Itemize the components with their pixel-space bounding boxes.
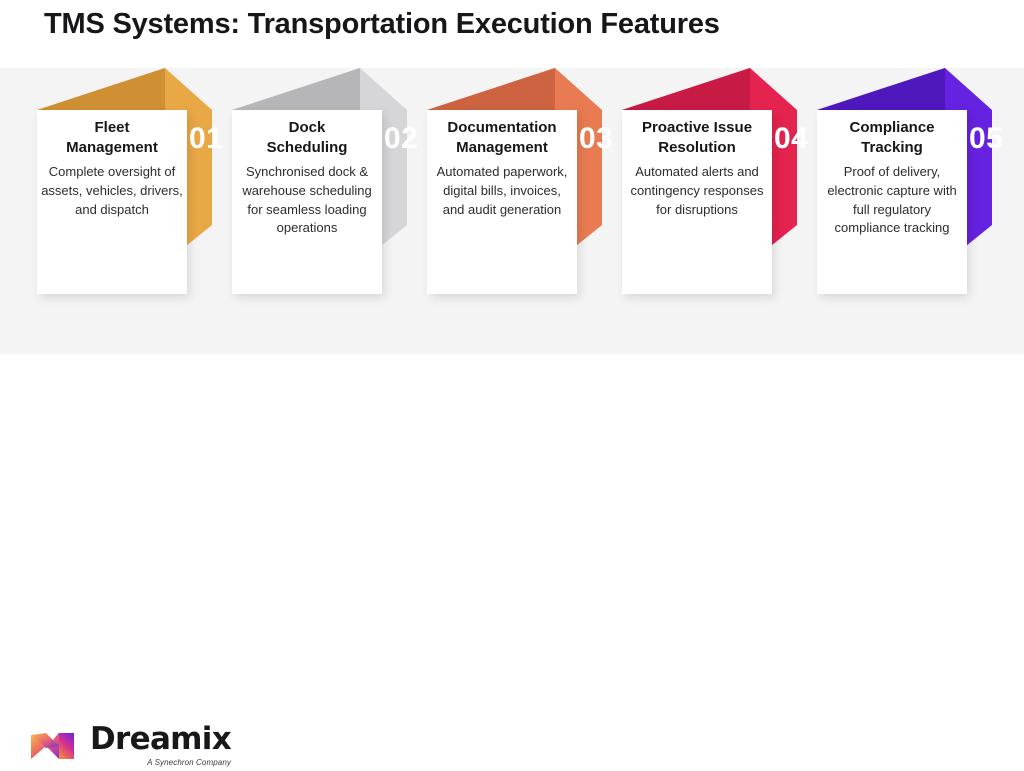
card-description: Proof of delivery, electronic capture wi… xyxy=(827,163,957,236)
card-number-badge: 01 xyxy=(189,122,224,155)
card-title: Documentation Management xyxy=(447,119,557,156)
feature-card[interactable]: Proactive Issue Resolution Automated ale… xyxy=(622,68,809,294)
ribbon-fold xyxy=(622,68,750,110)
ribbon-fold xyxy=(427,68,555,110)
card-title: Fleet Management xyxy=(66,119,158,156)
logo-tagline: A Synechron Company xyxy=(147,758,231,767)
card-number-badge: 05 xyxy=(969,122,1004,155)
card-title: Compliance Tracking xyxy=(849,119,935,156)
dreamix-logo[interactable]: Dreamix A Synechron Company xyxy=(29,721,232,768)
feature-card[interactable]: Documentation Management Automated paper… xyxy=(427,68,614,294)
card-title: Proactive Issue Resolution xyxy=(641,119,753,156)
page-title: TMS Systems: Transportation Execution Fe… xyxy=(44,8,720,40)
card-panel: Documentation Management Automated paper… xyxy=(427,110,577,294)
card-number-badge: 04 xyxy=(774,122,809,155)
card-title: Dock Scheduling xyxy=(266,119,348,156)
card-panel: Compliance Tracking Proof of delivery, e… xyxy=(817,110,967,294)
card-description: Automated paperwork, digital bills, invo… xyxy=(436,163,568,217)
feature-card[interactable]: Dock Scheduling Synchronised dock & ware… xyxy=(232,68,419,294)
card-number-badge: 02 xyxy=(384,122,419,155)
footer-band: Dreamix A Synechron Company xyxy=(0,354,1024,767)
ribbon-fold xyxy=(37,68,165,110)
dreamix-ribbon-mark-icon xyxy=(29,726,81,766)
ribbon-fold xyxy=(232,68,360,110)
card-panel: Dock Scheduling Synchronised dock & ware… xyxy=(232,110,382,294)
logo-wordmark: Dreamix xyxy=(90,721,232,757)
card-number-badge: 03 xyxy=(579,122,614,155)
feature-card[interactable]: Fleet Management Complete oversight of a… xyxy=(37,68,224,294)
logo-text-block: Dreamix A Synechron Company xyxy=(90,721,232,768)
card-description: Complete oversight of assets, vehicles, … xyxy=(41,163,183,217)
card-panel: Fleet Management Complete oversight of a… xyxy=(37,110,187,294)
card-description: Synchronised dock & warehouse scheduling… xyxy=(242,163,372,236)
infographic-stage: Fleet Management Complete oversight of a… xyxy=(0,68,1024,354)
card-panel: Proactive Issue Resolution Automated ale… xyxy=(622,110,772,294)
card-description: Automated alerts and contingency respons… xyxy=(630,163,764,217)
feature-card[interactable]: Compliance Tracking Proof of delivery, e… xyxy=(817,68,1004,294)
title-band: TMS Systems: Transportation Execution Fe… xyxy=(0,0,1024,68)
ribbon-fold xyxy=(817,68,945,110)
